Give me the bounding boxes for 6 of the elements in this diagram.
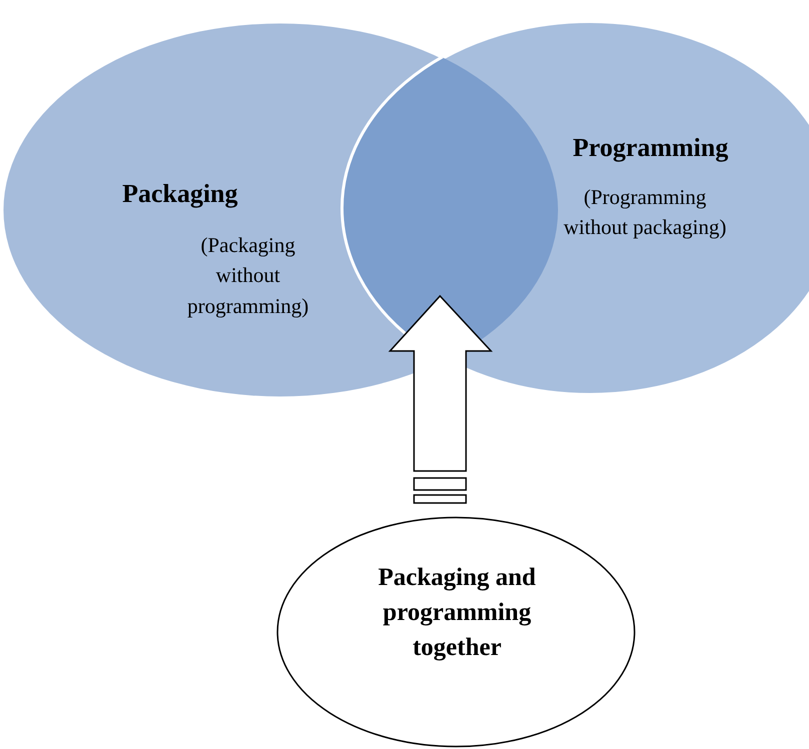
- block-arrow: [388, 294, 493, 504]
- node-description: (Programming without packaging): [562, 184, 728, 242]
- node-title: Packaging: [121, 178, 239, 210]
- node-description: (Packaging without programming): [186, 232, 310, 320]
- node-title: Packaging and programming together: [377, 563, 537, 663]
- node-title: Programming: [572, 132, 730, 164]
